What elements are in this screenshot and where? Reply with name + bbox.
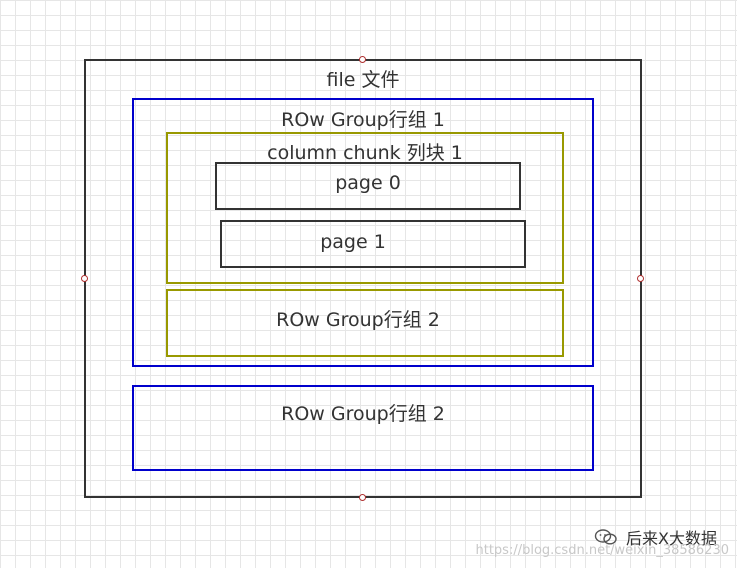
watermark-url: https://blog.csdn.net/weixin_38586230 bbox=[475, 543, 729, 558]
column-chunk-box: column chunk 列块 1 bbox=[166, 132, 564, 284]
page-1-box: page 1 bbox=[220, 220, 526, 268]
page-0-label: page 0 bbox=[335, 172, 401, 194]
inner-row-group-2-box: ROw Group行组 2 bbox=[166, 289, 564, 357]
resize-handle-left[interactable] bbox=[81, 275, 88, 282]
column-chunk-label: column chunk 列块 1 bbox=[267, 142, 463, 164]
page-0-box: page 0 bbox=[215, 162, 521, 210]
resize-handle-top[interactable] bbox=[359, 56, 366, 63]
watermark: 后来X大数据 https://blog.csdn.net/weixin_3858… bbox=[475, 525, 729, 558]
resize-handle-bottom[interactable] bbox=[359, 494, 366, 501]
file-label: file 文件 bbox=[326, 69, 400, 91]
row-group-2-box: ROw Group行组 2 bbox=[132, 385, 594, 471]
wechat-icon bbox=[594, 529, 617, 545]
page-1-label: page 1 bbox=[320, 231, 386, 253]
row-group-1-label: ROw Group行组 1 bbox=[281, 109, 445, 131]
row-group-1-box: ROw Group行组 1 bbox=[132, 98, 594, 367]
inner-row-group-2-label: ROw Group行组 2 bbox=[276, 309, 440, 331]
watermark-brand-text: 后来X大数据 bbox=[626, 529, 717, 548]
row-group-2-label: ROw Group行组 2 bbox=[281, 403, 445, 425]
watermark-brand: 后来X大数据 bbox=[594, 525, 717, 549]
resize-handle-right[interactable] bbox=[637, 275, 644, 282]
